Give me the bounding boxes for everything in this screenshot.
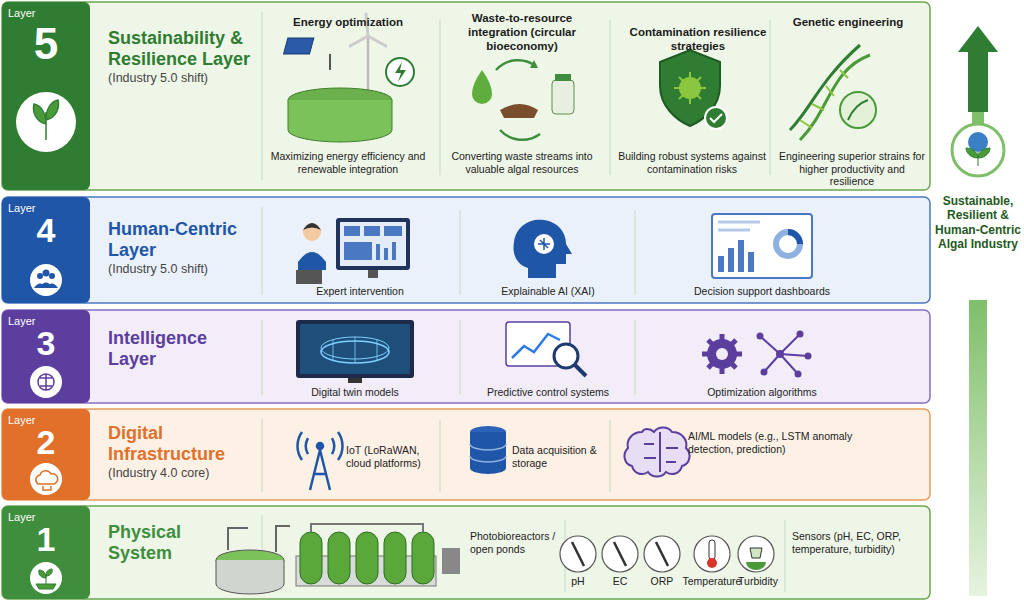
item-caption: EC (605, 575, 635, 588)
item-heading: Energy optimization (273, 16, 423, 30)
item-caption: Digital twin models (285, 386, 425, 399)
layer-band: Layer1 Physical System (2, 506, 930, 599)
item-caption: Sensors (pH, EC, ORP, temperature, turbi… (792, 530, 926, 555)
item-caption: Engineering superior strains for higher … (777, 150, 927, 188)
item-caption: Expert intervention (290, 285, 430, 298)
layer-title: Human-Centric Layer (108, 219, 258, 260)
layer-word: Layer (8, 7, 36, 20)
layer-subtitle: (Industry 4.0 core) (108, 466, 268, 480)
goal-label: Sustainable, Resilient & Human-Centric A… (934, 192, 1022, 254)
layer-number: 4 (2, 213, 90, 247)
item-caption: Explainable AI (XAI) (473, 285, 623, 298)
layer-number: 3 (2, 326, 90, 360)
item-caption: AI/ML models (e.g., LSTM anomaly detecti… (688, 430, 858, 455)
layer-title: Physical System (108, 522, 248, 563)
layer-word: Layer (8, 202, 36, 215)
layer-band: Layer2 Digital Infrastructure (Industry 4.… (2, 409, 930, 500)
layer-word: Layer (8, 414, 36, 427)
layer-title: Digital Infrastructure (108, 423, 258, 464)
item-caption: Photobioreactors / open ponds (470, 530, 558, 555)
item-heading: Contamination resilience strategies (628, 26, 768, 54)
layer-number: 2 (2, 425, 90, 459)
layer-title: Intelligence Layer (108, 328, 248, 369)
item-caption: Data acquisition & storage (512, 444, 606, 469)
item-caption: pH (563, 575, 593, 588)
item-caption: Converting waste streams into valuable a… (442, 150, 602, 175)
item-caption: Predictive control systems (473, 386, 623, 399)
item-caption: Decision support dashboards (682, 285, 842, 298)
item-caption: IoT (LoRaWAN, cloud platforms) (346, 444, 438, 469)
layer-number: 1 (2, 522, 90, 556)
layer-title: Sustainability & Resilience Layer (108, 28, 268, 69)
item-heading: Genetic engineering (783, 16, 913, 30)
item-caption: Maximizing energy efficiency and renewab… (268, 150, 428, 175)
item-caption: ORP (647, 575, 677, 588)
item-caption: Building robust systems against contamin… (617, 150, 767, 175)
layer-word: Layer (8, 511, 36, 524)
layer-subtitle: (Industry 5.0 shift) (108, 71, 278, 85)
layer-word: Layer (8, 315, 36, 328)
layer-number: 5 (2, 22, 90, 66)
item-caption: Optimization algorithms (682, 386, 842, 399)
item-heading: Waste-to-resource integration (circular … (447, 12, 597, 53)
item-caption: Turbidity (734, 575, 782, 588)
layer-subtitle: (Industry 5.0 shift) (108, 262, 268, 276)
item-caption: Temperature (682, 575, 742, 588)
